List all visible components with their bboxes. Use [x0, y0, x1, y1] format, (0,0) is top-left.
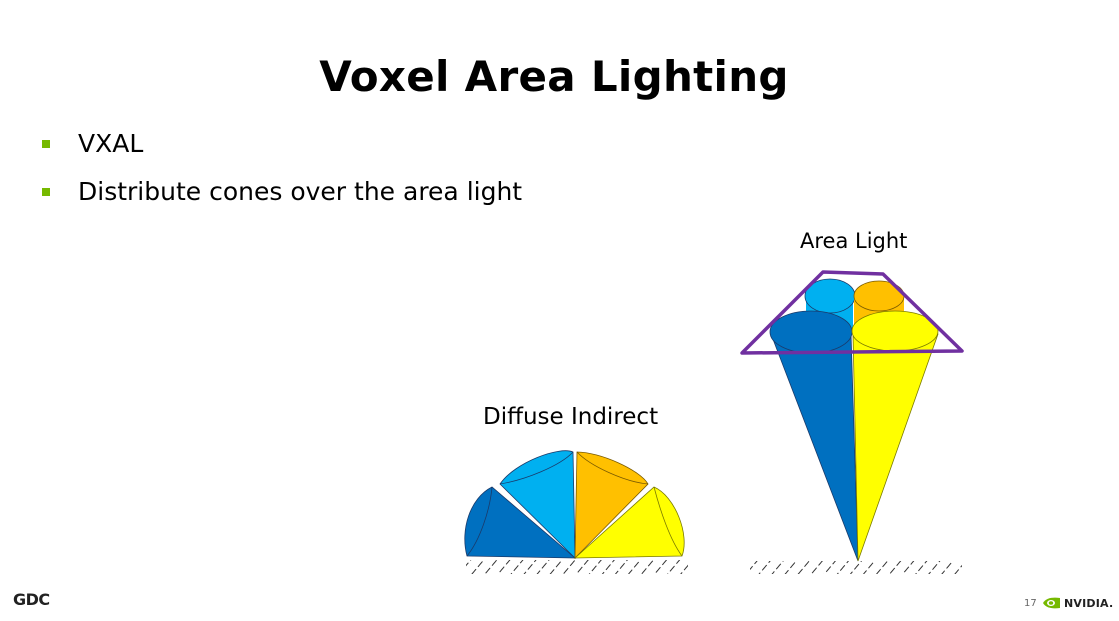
diffuse-cone-orange [574, 451, 649, 559]
nvidia-wordmark: NVIDIA. [1064, 596, 1114, 610]
diffuse-cone-dark-blue [464, 486, 577, 559]
bullet-text: Distribute cones over the area light [78, 177, 523, 206]
diffuse-cone-orange-cap [576, 451, 649, 485]
page-number: 17 [1024, 598, 1037, 609]
area-light-outline [740, 270, 964, 355]
diffuse-cone-light-blue-cap [499, 451, 574, 485]
bullet-text: VXAL [78, 129, 144, 158]
nvidia-eye-icon [1043, 597, 1060, 609]
diffuse-indirect-label: Diffuse Indirect [483, 404, 659, 430]
diffuse-cone-dark-blue-cap [466, 486, 493, 557]
diffuse-cone-yellow [573, 486, 685, 559]
diffuse-cones [464, 450, 688, 574]
area-cone-front-dark-blue-cap [769, 310, 853, 354]
slide-title: Voxel Area Lighting [319, 52, 789, 101]
diffuse-cone-light-blue [499, 450, 576, 559]
diffuse-cone-yellow-cap [653, 486, 683, 557]
bullet-marker [42, 188, 50, 196]
diffuse-ground-hatch [466, 560, 688, 574]
area-ground-hatch [750, 561, 962, 574]
bullet-marker [42, 140, 50, 148]
nvidia-logo: NVIDIA. [1043, 595, 1113, 611]
gdc-logo: GDC [13, 590, 50, 609]
area-cone-front-dark-blue [770, 333, 859, 562]
area-cone-front-yellow [852, 333, 939, 562]
area-light-label: Area Light [800, 229, 908, 253]
area-light-cones [740, 270, 964, 574]
